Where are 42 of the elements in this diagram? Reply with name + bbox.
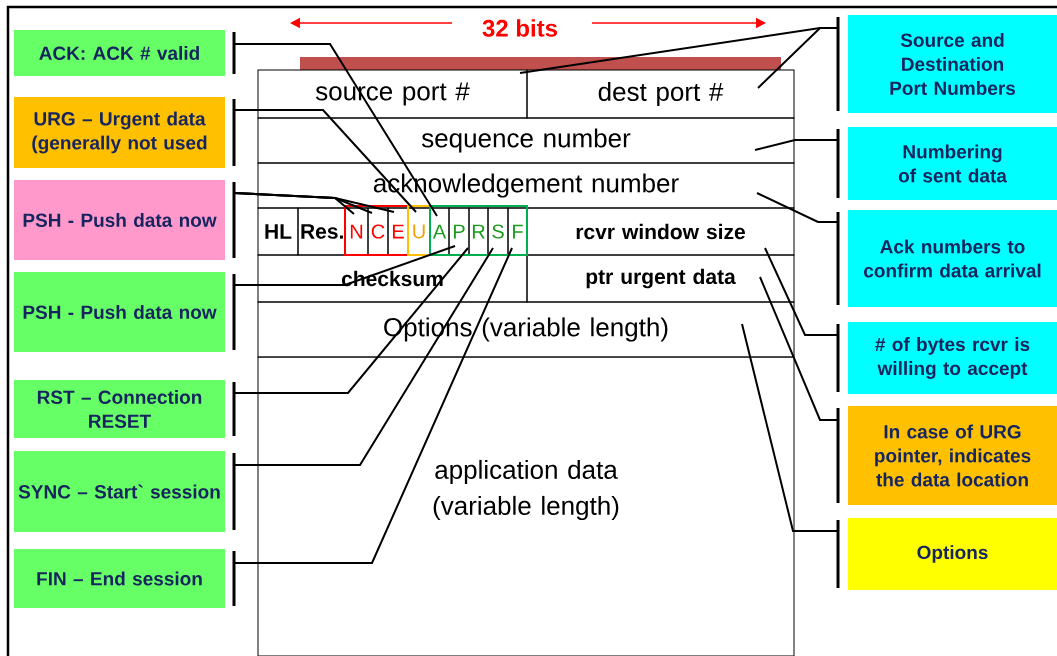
leader-line [233, 43, 438, 217]
leader-line [764, 247, 839, 336]
callout-box: Ack numbers to confirm data arrival [836, 210, 1057, 307]
leader-line [233, 245, 456, 286]
data-field: application data (variable length) [257, 356, 795, 656]
flag-cell: P [448, 207, 470, 256]
callout-box: PSH - Push data now [14, 272, 236, 352]
callout-box: Numbering of sent data [836, 127, 1057, 200]
header-field: Res. [297, 207, 346, 256]
flag-cell: E [387, 207, 409, 256]
header-field: sequence number [257, 117, 795, 164]
flag-cell: R [468, 207, 489, 256]
leader-line [233, 247, 494, 466]
leader-line [233, 247, 469, 394]
callout-box: RST – Connection RESET [14, 380, 236, 438]
callout-box: Source and Destination Port Numbers [836, 15, 1057, 113]
header-field: rcvr window size [526, 207, 795, 256]
callout-box: URG – Urgent data (generally not used [14, 97, 236, 168]
header-field: HL [257, 207, 299, 256]
callout-box: SYNC – Start` session [14, 451, 236, 532]
leader-line [754, 139, 839, 151]
callout-box: # of bytes rcvr is willing to accept [836, 322, 1057, 394]
flag-cell: F [507, 207, 528, 256]
leader-line [741, 323, 839, 532]
leader-line [233, 109, 417, 213]
flag-cell: N [344, 207, 369, 256]
header-field: dest port # [526, 69, 795, 119]
leader-line [233, 247, 513, 564]
flag-cell: A [429, 207, 450, 256]
callout-box: In case of URG pointer, indicates the data location [836, 406, 1057, 505]
flag-cell: S [487, 207, 509, 256]
header-field: ptr urgent data [526, 254, 795, 303]
leader-line [756, 192, 839, 223]
callout-box: ACK: ACK # valid [14, 30, 236, 76]
callout-box: Options [836, 518, 1057, 590]
leader-line [233, 192, 395, 213]
flag-cell: C [367, 207, 389, 256]
callout-box: FIN – End session [14, 549, 236, 608]
callout-box: PSH - Push data now [14, 180, 236, 260]
dimension-label: 32 bits [482, 19, 557, 37]
flag-cell: U [407, 207, 431, 256]
leader-line [759, 276, 839, 421]
